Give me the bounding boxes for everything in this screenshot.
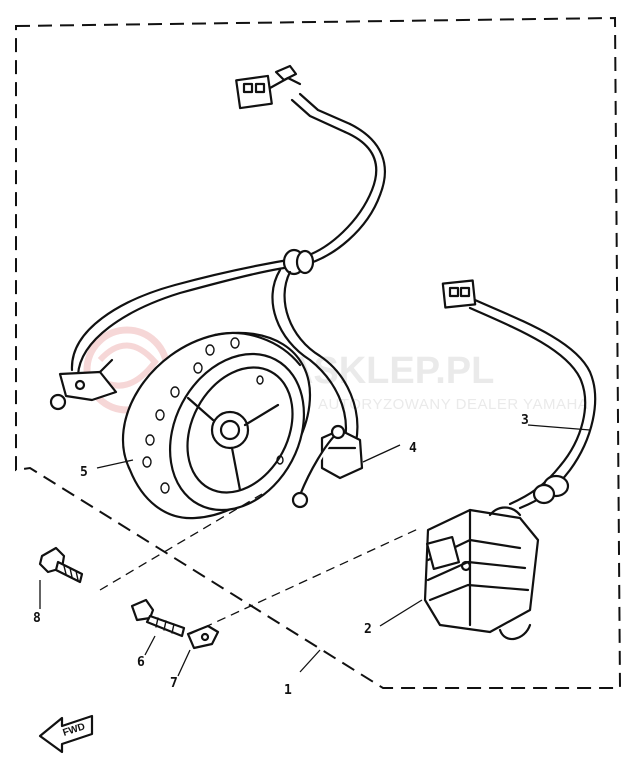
stator-harness	[70, 92, 386, 444]
rim-holes	[142, 337, 284, 494]
bolt	[38, 546, 84, 584]
clamp	[186, 624, 220, 650]
coil-harness	[468, 298, 597, 510]
watermark-tagline: AUTORYZOWANY DEALER YAMAHA	[318, 396, 588, 413]
ignition-coil	[423, 506, 540, 641]
callout-4: 4	[409, 441, 417, 456]
watermark-logo-swirl	[97, 342, 159, 389]
stator-sensor-left	[49, 358, 118, 411]
callout-2: 2	[364, 622, 372, 637]
fwd-arrow: FWD	[38, 714, 94, 754]
callout-1: 1	[284, 683, 292, 698]
screw	[130, 598, 186, 638]
stator-connector	[235, 64, 302, 110]
callout-8: 8	[33, 611, 41, 626]
coil-connector	[441, 279, 477, 309]
callout-6: 6	[137, 655, 145, 670]
callout-7: 7	[170, 676, 178, 691]
assembly-boundary	[15, 16, 622, 689]
callouts: 1 2 3 4 5 6 7 8	[33, 413, 529, 698]
callout-3: 3	[521, 413, 529, 428]
pickup-coil	[291, 424, 364, 509]
flywheel-stator	[121, 331, 312, 520]
callout-5: 5	[80, 465, 88, 480]
leader-lines	[39, 424, 591, 677]
